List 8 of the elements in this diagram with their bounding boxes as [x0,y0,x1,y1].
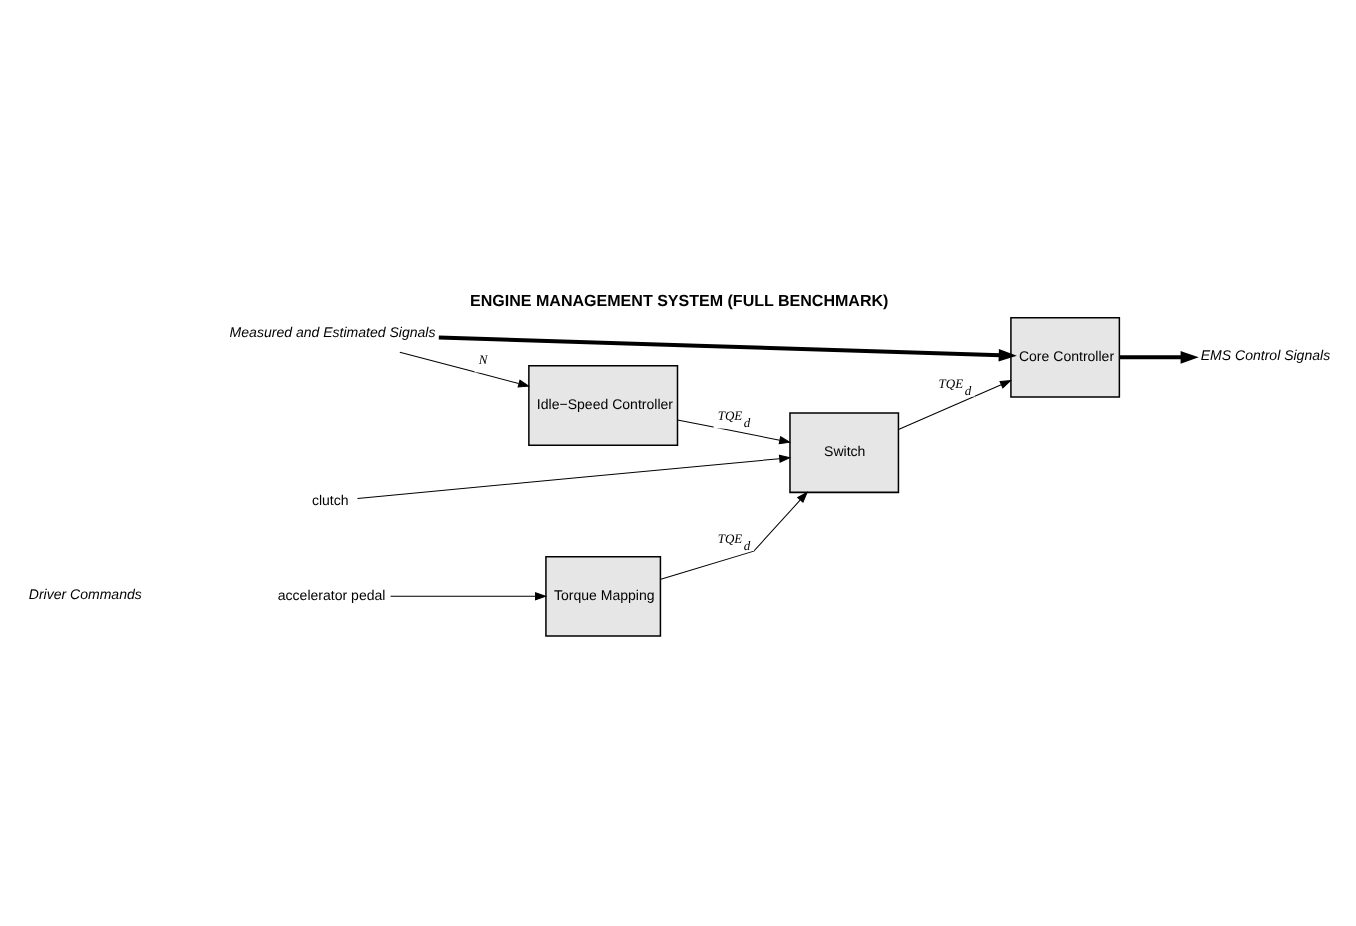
diagram-title: ENGINE MANAGEMENT SYSTEM (FULL BENCHMARK) [470,291,889,310]
arrow [438,335,1017,362]
arrow [357,454,791,499]
arrow [390,592,547,601]
arrow [898,380,1012,430]
arrow [660,491,808,580]
arrow [1119,350,1199,364]
arrow [677,419,791,445]
